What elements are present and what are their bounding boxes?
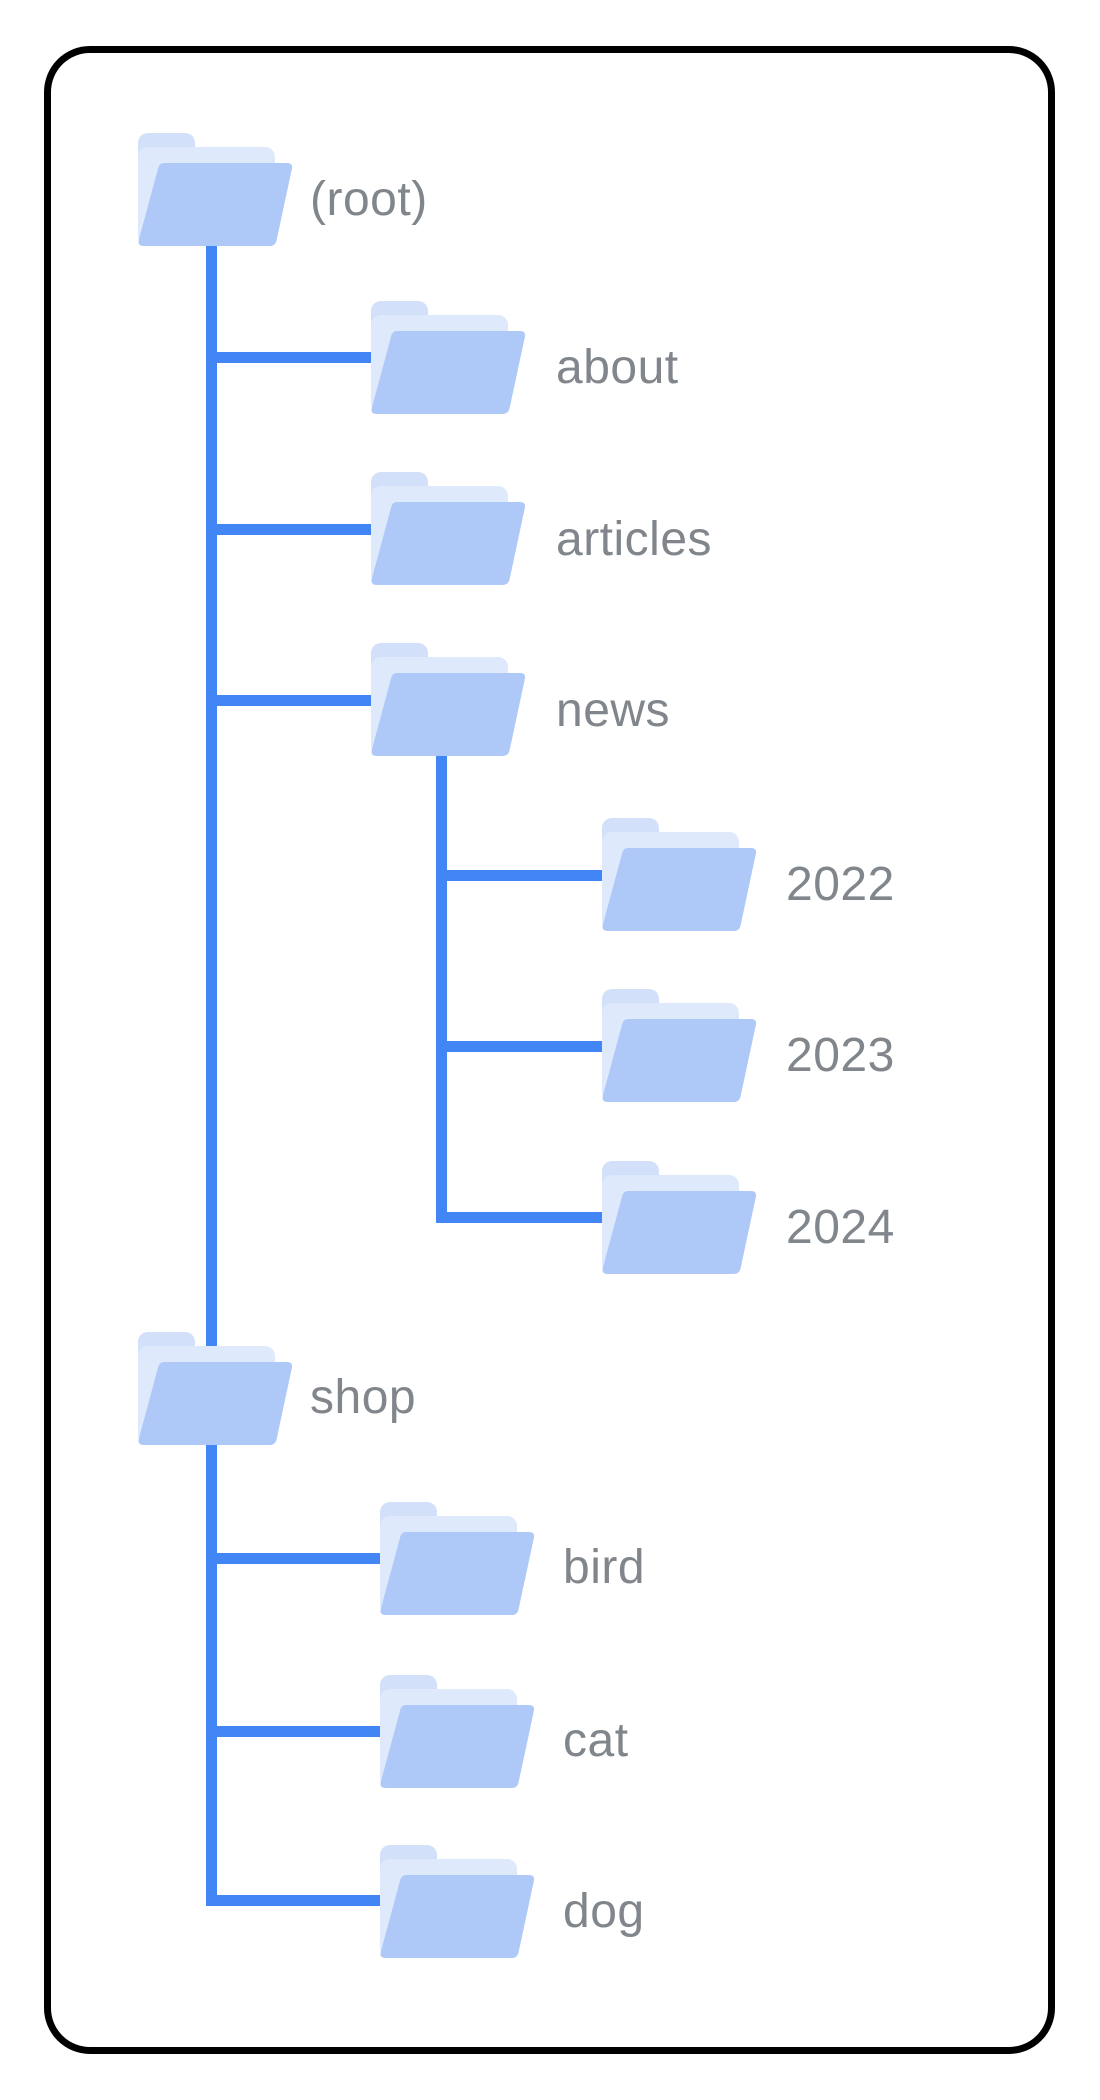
branch-2022-line	[436, 870, 626, 881]
branch-cat-line	[206, 1726, 411, 1737]
branch-articles-line	[206, 524, 406, 535]
folder-label-root: (root)	[310, 173, 428, 226]
folder-label-2024: 2024	[786, 1201, 895, 1254]
folder-icon-dog	[380, 1845, 535, 1958]
folder-label-about: about	[556, 341, 679, 394]
folder-icon-2024	[602, 1161, 757, 1274]
root-trunk-line	[206, 244, 217, 1906]
branch-bird-line	[206, 1553, 411, 1564]
folder-label-dog: dog	[563, 1885, 645, 1938]
news-trunk-line	[436, 754, 447, 1223]
folder-label-2022: 2022	[786, 858, 895, 911]
branch-2023-line	[436, 1041, 626, 1052]
branch-about-line	[206, 352, 406, 363]
folder-label-cat: cat	[563, 1714, 629, 1767]
folder-icon-about	[371, 301, 526, 414]
folder-icon-news	[371, 643, 526, 756]
folder-label-bird: bird	[563, 1541, 646, 1594]
folder-label-shop: shop	[310, 1371, 417, 1424]
folder-label-articles: articles	[556, 513, 713, 566]
branch-news-line	[206, 695, 406, 706]
branch-2024-line	[436, 1212, 626, 1223]
folder-icon-shop	[138, 1332, 293, 1445]
folder-icon-root	[138, 133, 293, 246]
branch-dog-line	[206, 1895, 411, 1906]
folder-icon-cat	[380, 1675, 535, 1788]
folder-label-news: news	[556, 684, 671, 737]
folder-icon-2022	[602, 818, 757, 931]
folder-icon-bird	[380, 1502, 535, 1615]
folder-icon-articles	[371, 472, 526, 585]
folder-label-2023: 2023	[786, 1029, 895, 1082]
folder-icon-2023	[602, 989, 757, 1102]
